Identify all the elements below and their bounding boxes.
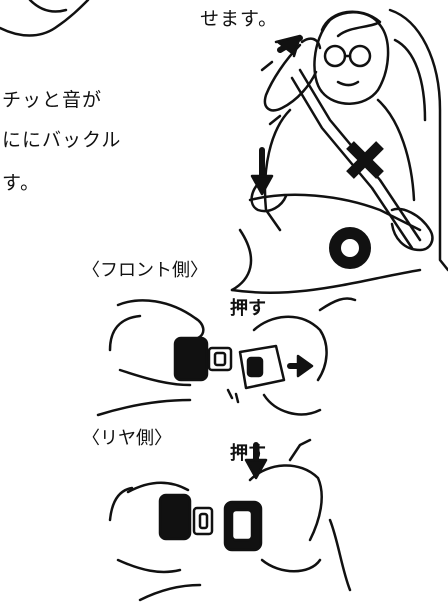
front-side-label: 〈フロント側〉: [82, 260, 208, 281]
top-text-fragment: せます。: [200, 8, 279, 30]
side-text-line-1: チッと音が: [2, 89, 103, 111]
front-buckle-illustration: [96, 297, 357, 417]
side-text-line-3: す。: [2, 172, 41, 194]
push-label-front: 押す: [230, 298, 266, 319]
push-label-rear: 押す: [230, 443, 266, 464]
o-mark: [329, 227, 371, 269]
top-left-hand-sketch: [0, 0, 90, 37]
x-mark: [346, 141, 384, 179]
side-text-line-2: ににバックル: [2, 129, 122, 151]
rear-side-label: 〈リヤ側〉: [82, 428, 172, 449]
rear-buckle-illustration: [108, 438, 352, 602]
